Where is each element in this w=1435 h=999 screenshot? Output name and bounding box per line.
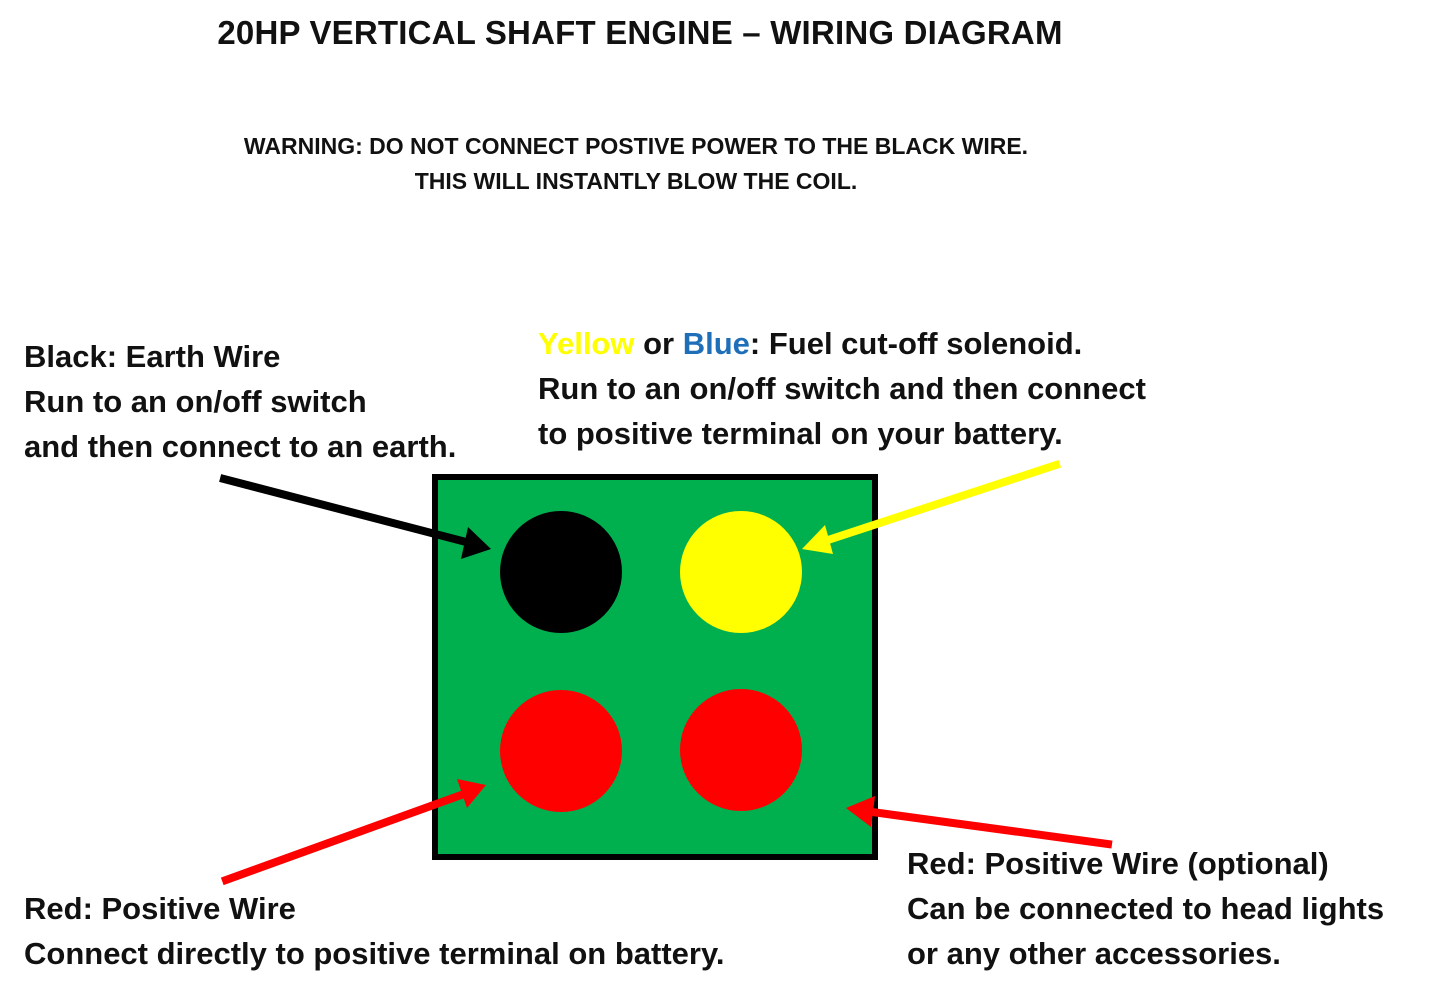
red-wire-right-line-2: Can be connected to head lights — [907, 891, 1385, 926]
red-wire-left-line-2: Connect directly to positive terminal on… — [24, 936, 725, 971]
yellow-wire-label-line-2: Run to an on/off switch and then connect — [538, 371, 1146, 406]
connector-plug — [432, 474, 878, 860]
yellow-wire-label-line-1: Yellow or Blue: Fuel cut-off solenoid. — [538, 321, 1146, 366]
black-arrow — [219, 474, 491, 559]
yellow-wire-label: Yellow or Blue: Fuel cut-off solenoid. R… — [538, 321, 1146, 456]
black-pin — [500, 511, 622, 633]
warning-line-1: WARNING: DO NOT CONNECT POSTIVE POWER TO… — [243, 133, 1029, 159]
black-wire-label: Black: Earth Wire Run to an on/off switc… — [24, 334, 456, 469]
yellow-arrow — [802, 459, 1062, 554]
yellow-pin — [680, 511, 802, 633]
diagram-title: 20HP VERTICAL SHAFT ENGINE – WIRING DIAG… — [217, 14, 1063, 51]
black-wire-label-line-2: Run to an on/off switch — [24, 384, 367, 419]
red-pin-right — [680, 689, 802, 811]
red-wire-right-line-3: or any other accessories. — [907, 936, 1281, 971]
red-wire-label-left: Red: Positive Wire Connect directly to p… — [24, 886, 725, 976]
yellow-wire-label-line-3: to positive terminal on your battery. — [538, 416, 1063, 451]
red-pin-left — [500, 690, 622, 812]
warning-line-2: THIS WILL INSTANTLY BLOW THE COIL. — [414, 168, 858, 194]
or-word: or — [634, 326, 683, 361]
solenoid-text: : Fuel cut-off solenoid. — [749, 326, 1083, 361]
red-wire-left-line-1: Red: Positive Wire — [24, 891, 296, 926]
warning-text: WARNING: DO NOT CONNECT POSTIVE POWER TO… — [0, 129, 1272, 199]
red-arrow-left — [220, 779, 486, 886]
red-wire-right-line-1: Red: Positive Wire (optional) — [907, 846, 1329, 881]
yellow-word: Yellow — [538, 326, 635, 361]
black-wire-label-line-1: Black: Earth Wire — [24, 339, 281, 374]
red-arrow-right — [846, 796, 1113, 849]
red-wire-label-right: Red: Positive Wire (optional) Can be con… — [907, 841, 1384, 976]
blue-word: Blue — [682, 326, 750, 361]
black-wire-label-line-3: and then connect to an earth. — [24, 429, 457, 464]
